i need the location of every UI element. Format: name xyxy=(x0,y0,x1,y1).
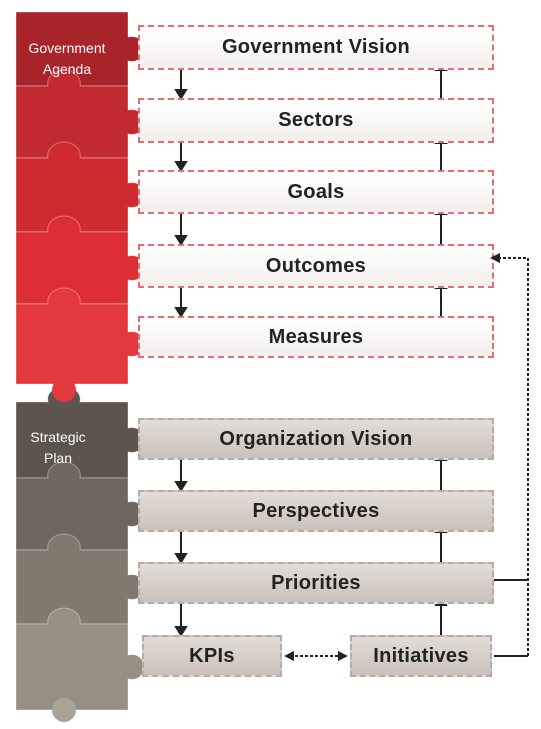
down-arrow-head xyxy=(174,161,188,172)
strategic-puzzle-piece xyxy=(15,607,145,711)
strategic-label-line1: Strategic xyxy=(30,429,86,445)
down-arrow-head xyxy=(174,481,188,492)
government-vision-text: Government Vision xyxy=(221,36,411,58)
sectors-text: Sectors xyxy=(278,109,354,131)
priorities-box: Priorities xyxy=(138,562,494,604)
sectors-box: Sectors xyxy=(138,98,494,143)
initiatives-box: Initiatives xyxy=(350,635,492,677)
puzzle-connector-knob xyxy=(52,378,76,402)
kpis-box: KPIs xyxy=(142,635,282,677)
initiatives-text: Initiatives xyxy=(373,644,469,667)
goals-text: Goals xyxy=(287,180,345,203)
down-arrow-head xyxy=(174,235,188,246)
kpi-link-arrowhead xyxy=(284,651,294,661)
measures-box: Measures xyxy=(138,316,494,358)
government-vision-box: Government Vision xyxy=(138,25,494,70)
government-label-line2: Agenda xyxy=(42,61,92,77)
organization-vision-box: Organization Vision xyxy=(138,418,494,460)
government-label-line1: Government xyxy=(28,40,106,56)
down-arrow-head xyxy=(174,89,188,100)
puzzle-tail xyxy=(52,698,76,722)
down-arrow-head xyxy=(174,307,188,318)
kpis-text: KPIs xyxy=(189,644,235,667)
government-agenda-label: Government Agenda xyxy=(8,38,126,80)
goals-box: Goals xyxy=(138,170,494,214)
down-arrow-head xyxy=(174,626,188,637)
priorities-text: Priorities xyxy=(271,571,361,594)
initiative-link-arrowhead xyxy=(338,651,348,661)
perspectives-text: Perspectives xyxy=(252,499,380,522)
down-arrow-head xyxy=(174,553,188,564)
measures-text: Measures xyxy=(268,325,364,348)
perspectives-box: Perspectives xyxy=(138,490,494,532)
organization-vision-text: Organization Vision xyxy=(219,427,413,450)
strategic-label-line2: Plan xyxy=(43,450,73,466)
feedback-loop-line xyxy=(498,257,529,656)
outcomes-text: Outcomes xyxy=(265,254,367,277)
outcomes-box: Outcomes xyxy=(138,244,494,288)
strategic-plan-label: Strategic Plan xyxy=(8,427,108,469)
outcomes-feedback-arrowhead xyxy=(490,253,500,263)
